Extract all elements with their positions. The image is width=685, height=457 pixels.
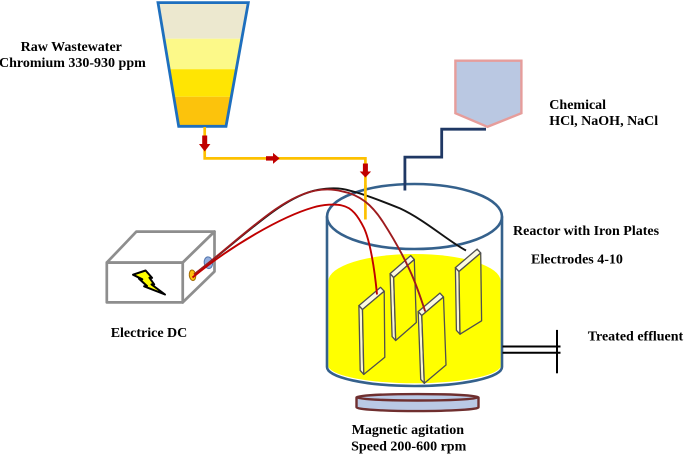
svg-text:Speed 200-600 rpm: Speed 200-600 rpm [351,440,466,455]
svg-text:Electrice DC: Electrice DC [111,326,188,341]
svg-text:Raw Wastewater: Raw Wastewater [21,40,122,55]
svg-text:Reactor with Iron Plates: Reactor with Iron Plates [513,224,660,239]
svg-text:Chemical: Chemical [549,98,606,113]
svg-text:HCl, NaOH, NaCl: HCl, NaOH, NaCl [549,114,658,129]
svg-text:Electrodes 4-10: Electrodes 4-10 [531,252,623,267]
svg-text:Treated effluent: Treated effluent [588,330,684,345]
svg-text:Chromium 330-930 ppm: Chromium 330-930 ppm [0,56,146,71]
svg-text:Magnetic agitation: Magnetic agitation [352,423,465,438]
